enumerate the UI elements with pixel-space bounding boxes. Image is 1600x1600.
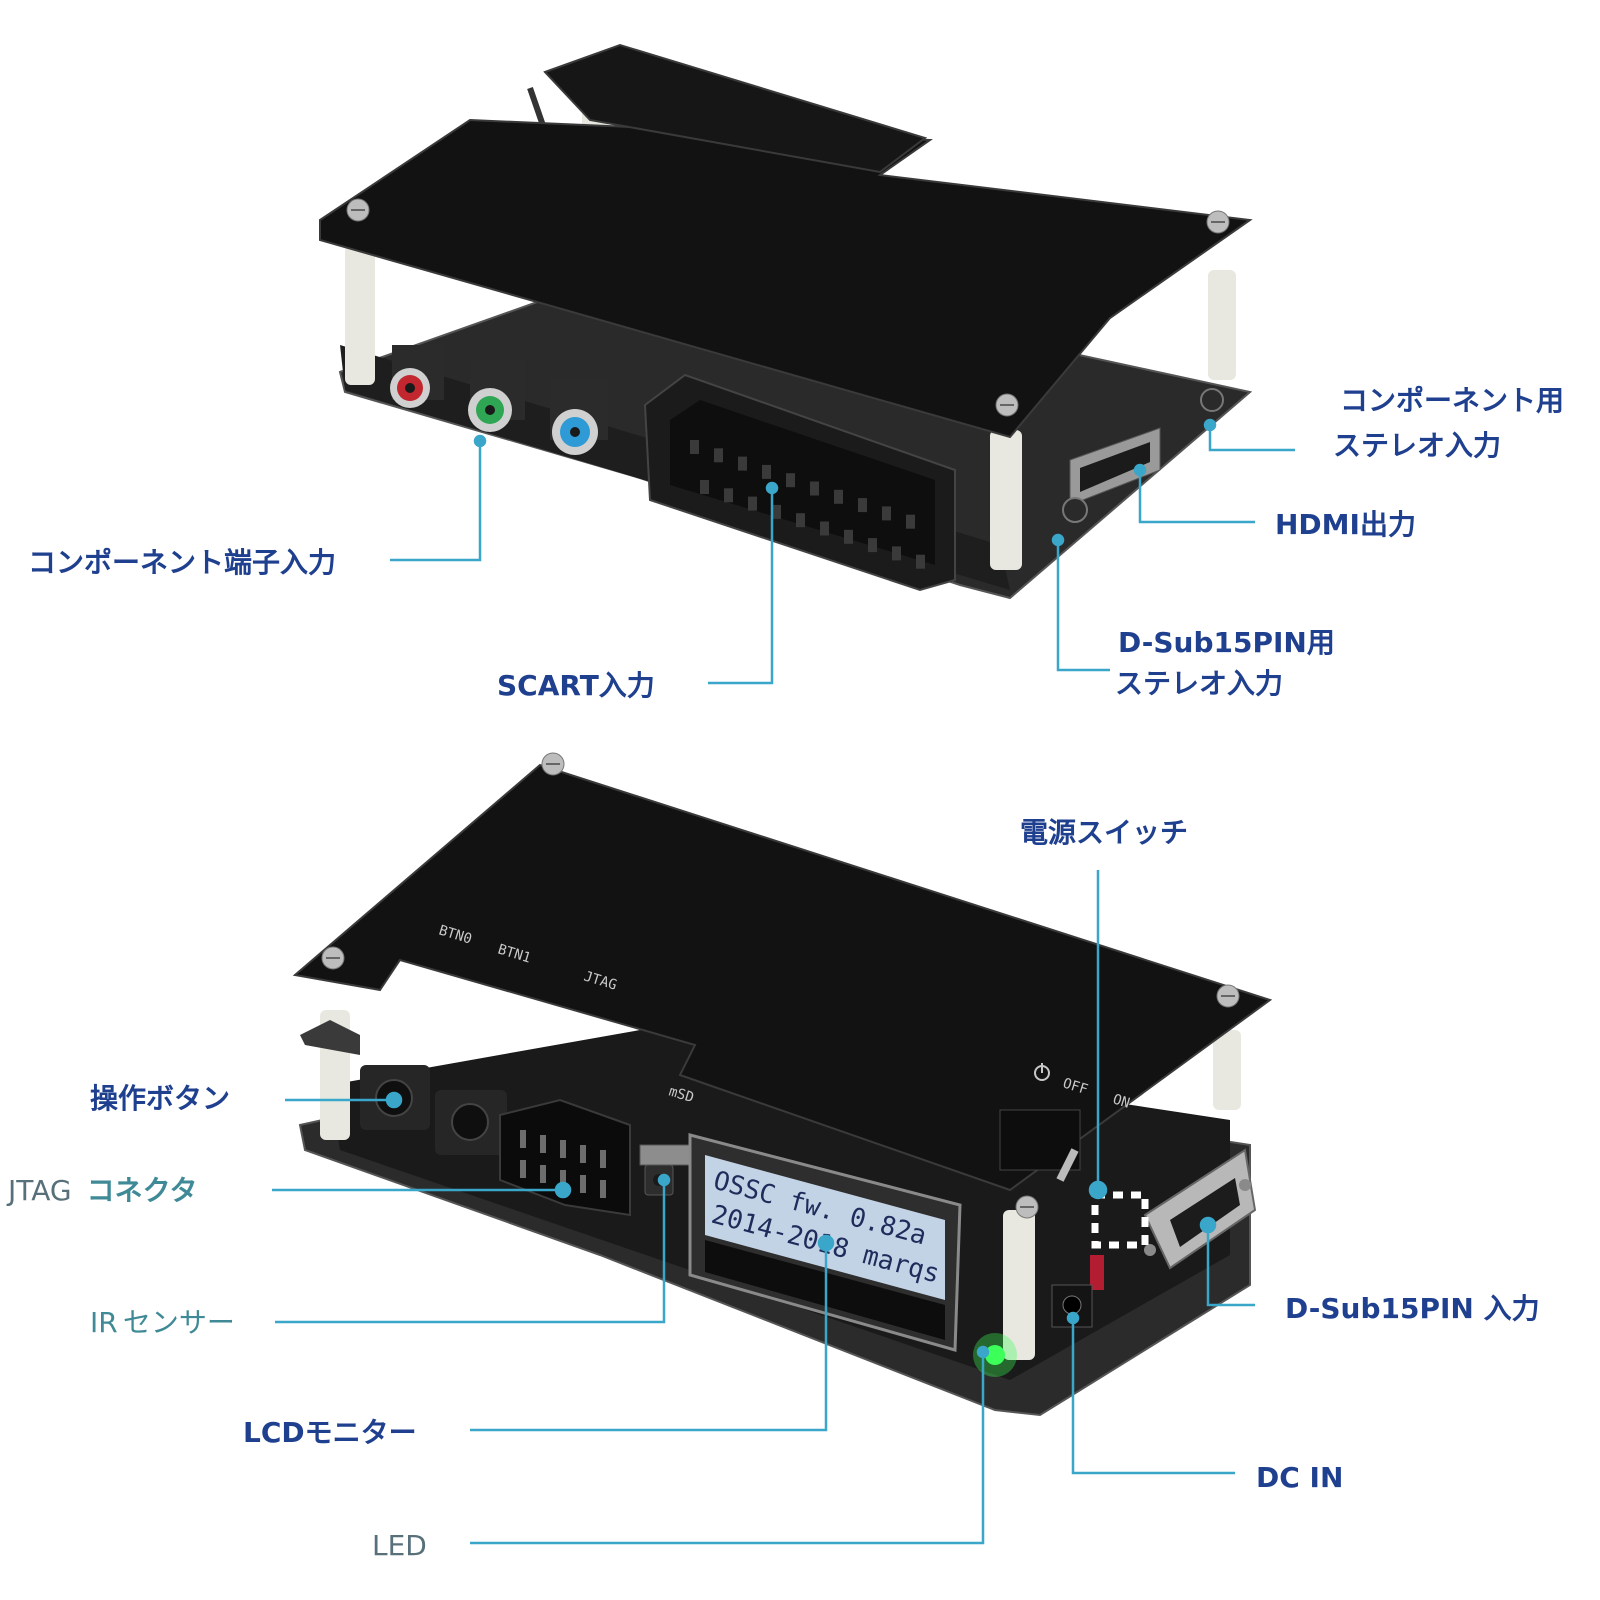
jtag-pin <box>540 1165 546 1183</box>
label-jtag-connector: JTAG コネクタ <box>6 1174 198 1207</box>
jtag-pin <box>580 1145 586 1163</box>
label-dsub-stereo-in-line2: ステレオ入力 <box>1115 667 1283 700</box>
callout-line-dsub-stereo <box>1056 540 1110 672</box>
screw-icon <box>1206 210 1230 234</box>
scart-pin <box>892 546 901 561</box>
jtag-pin <box>560 1170 566 1188</box>
dsub15-connector <box>1143 1148 1257 1270</box>
bottom-device: BTN0 BTN1 JTAG mSD OFF ON <box>6 752 1540 1562</box>
label-hdmi-out: HDMI出力 <box>1275 508 1416 541</box>
label-dsub-stereo-in-line1: D-Sub15PIN用 <box>1118 626 1335 659</box>
top-device-upper-tab <box>543 43 928 174</box>
screw-icon <box>995 393 1019 417</box>
callout-line-component <box>390 441 482 562</box>
callout-line-lcd <box>470 1243 828 1432</box>
scart-pin <box>772 504 781 519</box>
label-lcd-monitor: LCDモニター <box>243 1416 417 1449</box>
callout-line-component-stereo <box>1208 425 1295 452</box>
silk-off: OFF <box>1061 1076 1090 1099</box>
scart-connector <box>643 373 956 592</box>
jtag-pin <box>560 1140 566 1158</box>
operation-button-icon <box>435 1090 507 1155</box>
highlight-marker <box>1091 1191 1149 1249</box>
audio-jack-icon <box>1200 388 1224 412</box>
scart-pin <box>858 498 867 513</box>
jtag-pin <box>520 1130 526 1148</box>
label-ir-suffix: センサー <box>123 1306 235 1339</box>
label-power-switch: 電源スイッチ <box>1020 816 1188 849</box>
label-jtag-suffix: コネクタ <box>87 1174 198 1207</box>
callout-line-ir <box>275 1180 666 1324</box>
standoff <box>990 430 1022 570</box>
scart-pin <box>834 489 843 504</box>
label-component-in: コンポーネント端子入力 <box>28 546 336 579</box>
power-symbol-icon <box>1034 1063 1050 1081</box>
jtag-pin <box>580 1175 586 1193</box>
scart-pin <box>724 488 733 503</box>
callout-line-scart <box>708 488 774 685</box>
power-switch-icon <box>999 1109 1081 1182</box>
scart-pin <box>796 513 805 528</box>
callout-line-dsub <box>1206 1225 1255 1307</box>
scart-pin <box>738 456 747 471</box>
scart-pin <box>714 448 723 463</box>
standoff <box>1208 270 1236 380</box>
scart-pin <box>748 496 757 511</box>
jtag-pin <box>540 1135 546 1153</box>
screw-icon <box>321 946 345 970</box>
hdmi-port <box>1069 427 1161 506</box>
jtag-header <box>499 1098 631 1217</box>
label-led: LED <box>372 1529 427 1562</box>
scart-pin <box>820 521 829 536</box>
bottom-callout-lines <box>272 870 1255 1545</box>
rca-jack-blue-icon <box>550 378 608 455</box>
microsd-slot <box>639 1144 691 1166</box>
silk-on: ON <box>1111 1092 1132 1112</box>
scart-pin <box>906 514 915 529</box>
callout-line-dc-in <box>1071 1318 1235 1475</box>
jtag-pin <box>520 1160 526 1178</box>
label-dsub-in: D-Sub15PIN 入力 <box>1285 1292 1540 1325</box>
label-jtag-prefix: JTAG <box>6 1174 72 1207</box>
label-scart-in: SCART入力 <box>497 669 655 702</box>
scart-pin <box>868 538 877 553</box>
jtag-pin <box>600 1150 606 1168</box>
callout-line-led <box>470 1352 985 1545</box>
scart-pin <box>700 480 709 494</box>
screw-icon <box>1216 984 1240 1008</box>
scart-pin <box>882 506 891 521</box>
scart-pin <box>844 529 853 544</box>
label-ir-prefix: IR <box>90 1306 118 1339</box>
bottom-device-plate-edge <box>300 1020 360 1055</box>
top-callout-lines <box>390 418 1295 685</box>
rca-jack-red-icon <box>390 345 444 408</box>
screw-icon <box>1015 1195 1039 1219</box>
silk-msd: mSD <box>667 1084 696 1107</box>
label-dc-in: DC IN <box>1256 1461 1343 1494</box>
label-ir-sensor: IR センサー <box>90 1306 235 1339</box>
label-component-stereo-in-line1: コンポーネント用 <box>1340 384 1564 417</box>
scart-pin <box>762 464 771 479</box>
standoff <box>1213 1030 1241 1110</box>
standoff <box>1003 1210 1035 1360</box>
callout-line-hdmi <box>1138 470 1255 524</box>
scart-pin <box>690 440 699 454</box>
dip-switch <box>1090 1255 1104 1290</box>
top-device: コンポーネント用 ステレオ入力 HDMI出力 コンポーネント端子入力 SCART… <box>28 43 1564 702</box>
rca-jack-green-icon <box>468 360 525 432</box>
label-operation-button: 操作ボタン <box>90 1082 230 1115</box>
screw-icon <box>346 198 370 222</box>
standoff <box>345 245 375 385</box>
scart-pin <box>916 554 925 569</box>
screw-icon <box>541 752 565 776</box>
jtag-pin <box>600 1180 606 1198</box>
scart-pin <box>786 473 795 488</box>
label-component-stereo-in-line2: ステレオ入力 <box>1333 429 1501 462</box>
scart-pin <box>810 481 819 496</box>
audio-jack-icon <box>1062 497 1088 523</box>
bottom-device-top-plate <box>292 763 1273 1192</box>
